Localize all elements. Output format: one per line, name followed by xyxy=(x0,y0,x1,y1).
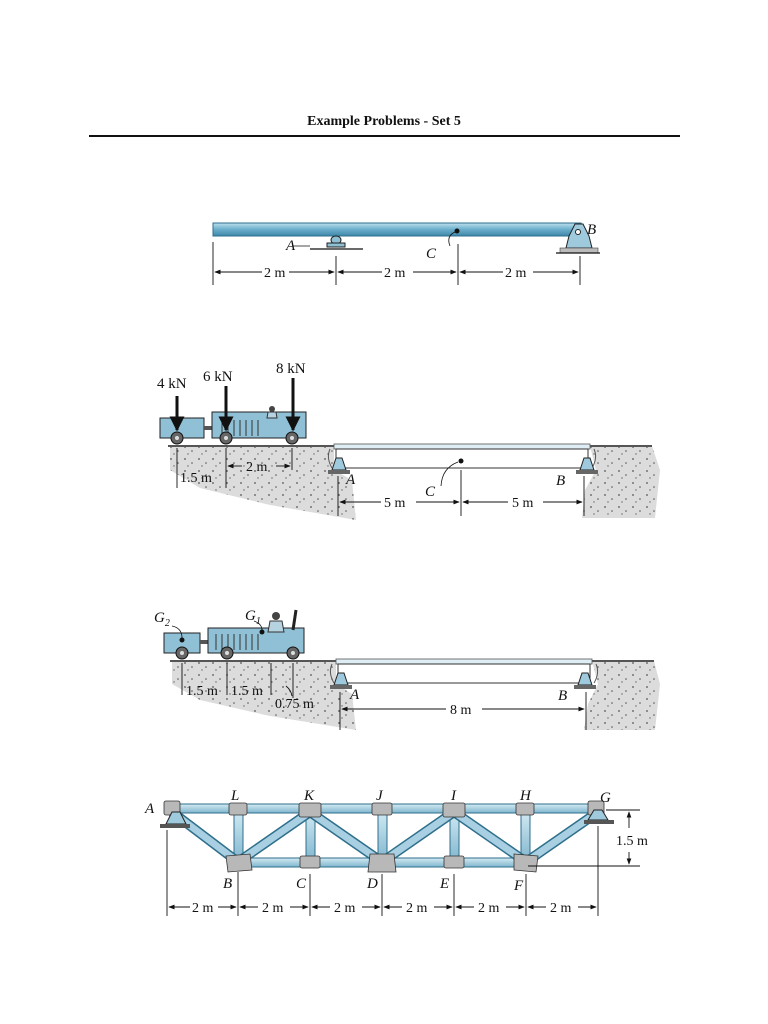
ground-right xyxy=(584,661,660,730)
roller-support-b xyxy=(576,457,598,474)
truck xyxy=(159,406,307,445)
dim-height: 1.5 m xyxy=(616,834,648,849)
dim-truck-1: 1.5 m xyxy=(186,684,218,699)
label-a: A xyxy=(345,472,356,488)
truss-dimension-lines xyxy=(166,809,640,916)
page-title: Example Problems - Set 5 xyxy=(307,114,461,129)
problem-1-beam-diagram: A B C 2 m 2 m 2 m xyxy=(212,222,600,285)
label-g1: G1 xyxy=(245,608,261,627)
ground-left xyxy=(170,446,356,520)
node-h: H xyxy=(519,788,532,804)
node-c: C xyxy=(296,876,307,892)
node-b: B xyxy=(223,876,232,892)
dim-beam-1: 5 m xyxy=(384,496,406,511)
center-of-gravity-g1 xyxy=(259,629,265,635)
node-f: F xyxy=(513,878,524,894)
truck-wheels xyxy=(170,431,299,445)
node-k: K xyxy=(303,788,315,804)
label-a: A xyxy=(349,687,360,703)
dim-6: 2 m xyxy=(550,901,572,916)
point-c xyxy=(454,228,460,234)
dim-beam-2: 5 m xyxy=(512,496,534,511)
point-c xyxy=(458,458,464,464)
dim-4: 2 m xyxy=(406,901,428,916)
dim-3: 2 m xyxy=(334,901,356,916)
pin-support-a xyxy=(330,672,352,689)
beam-dimension-lines xyxy=(337,470,585,516)
load-4kn: 4 kN xyxy=(157,376,187,392)
load-6kn: 6 kN xyxy=(203,369,233,385)
node-d: D xyxy=(366,876,378,892)
load-arrows xyxy=(169,378,301,432)
problem-2-truck-bridge-diagram: A B C 4 kN xyxy=(157,361,660,520)
label-g2: G2 xyxy=(154,610,170,629)
dim-beam-1: 8 m xyxy=(450,703,472,718)
bridge-beam xyxy=(335,448,589,469)
node-g: G xyxy=(600,790,611,806)
pin-support-a xyxy=(160,811,190,828)
bridge-deck xyxy=(335,658,593,665)
node-l: L xyxy=(230,788,239,804)
truck xyxy=(163,609,305,660)
dim-2: 2 m xyxy=(384,266,406,281)
beam-dimension-lines xyxy=(339,692,587,730)
label-c: C xyxy=(425,484,436,500)
node-e: E xyxy=(439,876,449,892)
node-a: A xyxy=(144,801,155,817)
dim-truck-2: 1.5 m xyxy=(231,684,263,699)
bridge-deck xyxy=(333,443,591,450)
roller-support-b xyxy=(574,672,596,689)
dim-2: 2 m xyxy=(262,901,284,916)
header-rule xyxy=(89,135,680,137)
roller-support-a xyxy=(310,235,363,250)
load-8kn: 8 kN xyxy=(276,361,306,377)
label-b: B xyxy=(558,688,567,704)
truck-dimension-lines xyxy=(176,448,293,488)
dim-5: 2 m xyxy=(478,901,500,916)
label-b: B xyxy=(556,473,565,489)
beam xyxy=(212,222,582,237)
truck-wheels xyxy=(175,646,300,660)
pin-support-b xyxy=(556,223,600,254)
bridge-beam xyxy=(337,663,591,684)
center-of-gravity-g2 xyxy=(179,637,185,643)
ground-left xyxy=(172,661,356,730)
problem-3-truck-bridge-diagram: A B G1 G2 xyxy=(154,608,660,730)
dim-3: 2 m xyxy=(505,266,527,281)
roller-support-g xyxy=(584,809,614,824)
node-i: I xyxy=(450,788,457,804)
dim-truck-1: 1.5 m xyxy=(180,471,212,486)
ground-right xyxy=(582,446,660,518)
pin-support-a xyxy=(328,457,350,474)
dimension-lines xyxy=(212,242,581,285)
problem-4-truss-diagram: A L K J I H G B C D E F xyxy=(144,788,648,916)
dim-1: 2 m xyxy=(192,901,214,916)
dim-1: 2 m xyxy=(264,266,286,281)
label-c: C xyxy=(426,246,437,262)
dim-truck-3: 0.75 m xyxy=(275,697,314,712)
node-j: J xyxy=(376,788,384,804)
label-a: A xyxy=(285,238,296,254)
dim-truck-2: 2 m xyxy=(246,460,268,475)
truck-dimension-lines xyxy=(181,663,294,698)
label-b: B xyxy=(587,222,596,238)
